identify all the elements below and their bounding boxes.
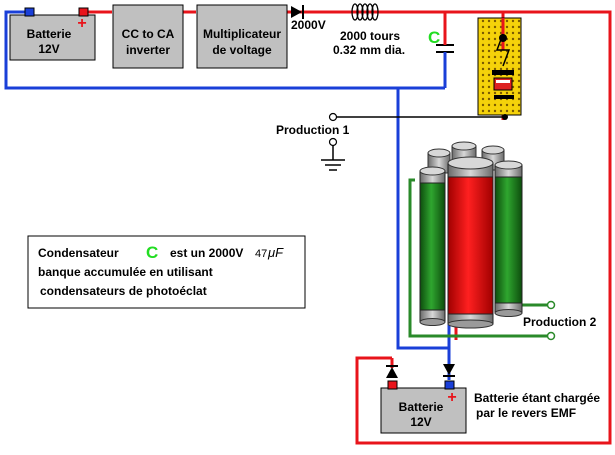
battery-bottom-negative-terminal bbox=[444, 380, 455, 390]
output2-label: Production 2 bbox=[523, 315, 597, 329]
coil-2000-turns bbox=[351, 3, 379, 21]
info-line1-unit: μF bbox=[267, 245, 284, 260]
charging-note-line1: Batterie étant chargée bbox=[474, 391, 600, 405]
voltage-multiplier-block: Multiplicateur de voltage bbox=[196, 4, 288, 69]
inverter-block: CC to CA inverter bbox=[112, 4, 184, 69]
info-line1-value: 47 bbox=[255, 248, 267, 260]
battery-bottom-label: Batterie bbox=[399, 400, 444, 414]
diode-left bbox=[386, 365, 398, 378]
capacitor-bank bbox=[419, 141, 523, 329]
battery-top-label: Batterie bbox=[27, 27, 72, 41]
multiplier-label-line2: de voltage bbox=[212, 43, 272, 57]
capacitor-c-label: C bbox=[428, 28, 440, 47]
output2-terminal-bottom bbox=[546, 331, 556, 341]
info-line1-c: C bbox=[146, 243, 158, 262]
junction-dot bbox=[502, 114, 508, 120]
battery-bottom-body bbox=[380, 387, 467, 434]
coil-label-line1: 2000 tours bbox=[340, 29, 400, 43]
black-wire bbox=[321, 116, 505, 171]
output1-terminal-top bbox=[328, 112, 338, 122]
battery-bottom-plus-sign: + bbox=[447, 389, 456, 406]
inverter-label-line2: inverter bbox=[126, 43, 170, 57]
battery-top: + Batterie 12V bbox=[9, 7, 96, 61]
battery-bottom-positive-terminal bbox=[387, 380, 398, 390]
coil-label-line2: 0.32 mm dia. bbox=[333, 43, 405, 57]
green-wire bbox=[408, 178, 551, 338]
diode-label: 2000V bbox=[291, 18, 326, 32]
inverter-label-line1: CC to CA bbox=[122, 27, 175, 41]
info-line2: banque accumulée en utilisant bbox=[38, 265, 213, 279]
circuit-board bbox=[477, 17, 522, 116]
multiplier-label-line1: Multiplicateur bbox=[203, 27, 281, 41]
red-wire bbox=[84, 10, 612, 445]
output1-terminal-ground bbox=[328, 137, 338, 147]
charging-note-line2: par le revers EMF bbox=[476, 406, 576, 420]
output2-terminal-top bbox=[546, 300, 556, 310]
battery-top-negative-terminal bbox=[24, 7, 35, 17]
info-line1-middle: est un 2000V bbox=[170, 246, 243, 260]
info-box: Condensateur C est un 2000V 47 μF banque… bbox=[27, 235, 306, 309]
info-line1-prefix: Condensateur bbox=[38, 246, 119, 260]
battery-bottom: + Batterie 12V bbox=[380, 380, 467, 434]
capacitor-c: C bbox=[428, 28, 454, 58]
battery-bottom-voltage: 12V bbox=[410, 415, 431, 429]
output1-label: Production 1 bbox=[276, 123, 350, 137]
diode-2000v: 2000V bbox=[291, 5, 326, 32]
battery-top-plus-sign: + bbox=[77, 15, 86, 32]
battery-top-body bbox=[9, 14, 96, 61]
battery-top-positive-terminal bbox=[78, 7, 89, 17]
diode-right bbox=[443, 364, 455, 377]
info-line3: condensateurs de photoéclat bbox=[40, 284, 207, 298]
battery-top-voltage: 12V bbox=[38, 42, 59, 56]
